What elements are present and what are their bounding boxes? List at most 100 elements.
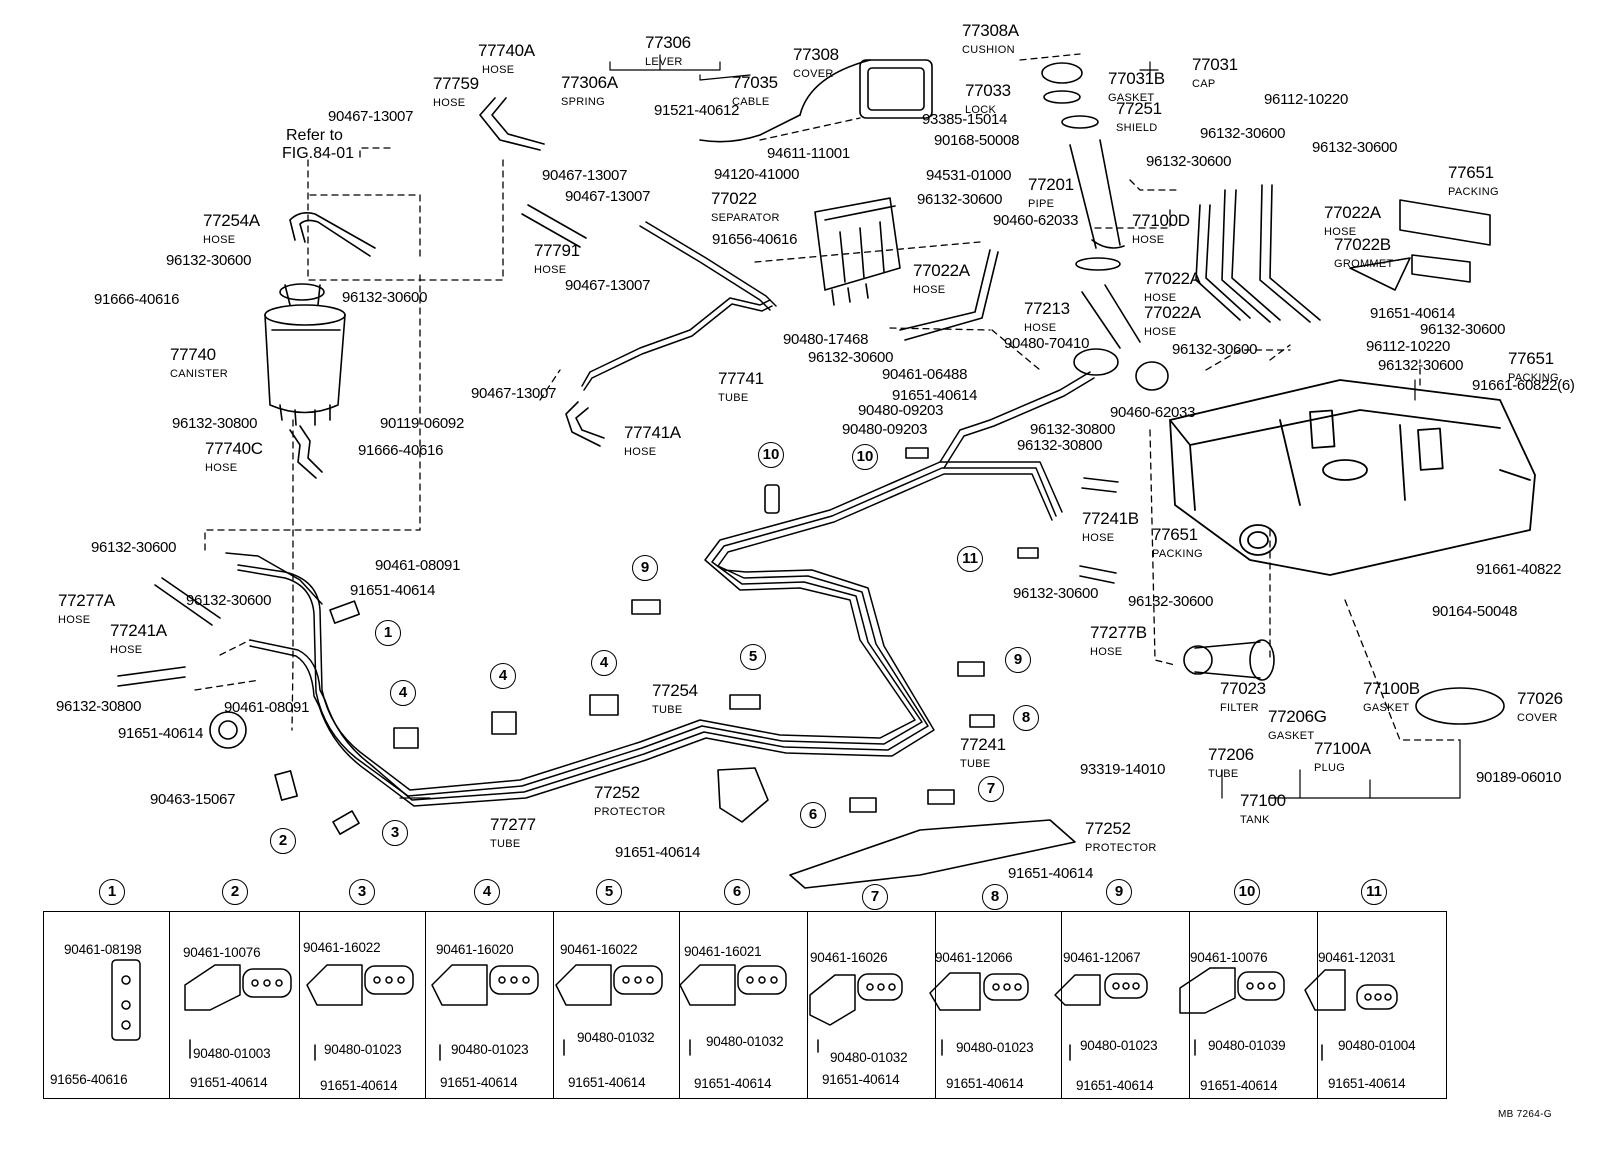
legend-panel-7	[807, 911, 936, 1099]
callout: 2	[270, 828, 296, 854]
code: 90461-08091	[375, 557, 461, 574]
code: 90480-09203	[858, 402, 944, 419]
legend-panel-5	[553, 911, 680, 1099]
code: 90460-62033	[1110, 404, 1196, 421]
filler-pipe	[1041, 62, 1169, 391]
legend-bolt: 91651-40614	[568, 1075, 646, 1090]
code: 90119-06092	[380, 415, 465, 432]
legend-pad: 90480-01032	[706, 1034, 784, 1049]
callout: 11	[957, 546, 983, 572]
legend-bracket: 90461-12067	[1063, 950, 1141, 965]
legend-callout: 4	[474, 879, 500, 905]
code: 96132-30600	[342, 289, 428, 306]
legend-callout: 7	[862, 884, 888, 910]
callout: 10	[852, 444, 878, 470]
callout: 5	[740, 644, 766, 670]
code: 91651-40614	[615, 844, 701, 861]
legend-bolt: 91651-40614	[190, 1075, 268, 1090]
legend-panel-2	[169, 911, 300, 1099]
callout: 3	[382, 820, 408, 846]
callout: 9	[632, 555, 658, 581]
code: 90480-09203	[842, 421, 928, 438]
legend-pad: 90480-01032	[830, 1050, 908, 1065]
refer-fig: FIG.84-01	[282, 145, 355, 162]
legend-panel-11	[1317, 911, 1447, 1099]
callout: 10	[758, 442, 784, 468]
legend-callout: 10	[1234, 879, 1260, 905]
code: 90460-62033	[993, 212, 1079, 229]
drawing-id: MB 7264-G	[1498, 1109, 1552, 1120]
legend-bolt: 91651-40614	[440, 1075, 518, 1090]
code: 90480-17468	[783, 331, 869, 348]
legend-callout: 11	[1361, 879, 1387, 905]
legend-bolt: 91656-40616	[50, 1072, 128, 1087]
code: 90467-13007	[542, 167, 628, 184]
code: 91666-40616	[94, 291, 180, 308]
legend-bracket: 90461-16020	[436, 942, 514, 957]
legend-callout: 5	[596, 879, 622, 905]
legend-drawings	[111, 959, 1398, 1061]
legend-bolt: 91651-40614	[1076, 1078, 1154, 1093]
code: 96132-30600	[1378, 357, 1464, 374]
legend-callout: 1	[99, 879, 125, 905]
code: 96132-30800	[1017, 437, 1103, 454]
legend-bracket: 90461-16021	[684, 944, 762, 959]
legend-pad: 90480-01023	[324, 1042, 402, 1057]
code: 91651-40614	[1008, 865, 1094, 882]
code: 96112-10220	[1366, 338, 1451, 355]
callout: 8	[1013, 705, 1039, 731]
code: 96132-30600	[1200, 125, 1286, 142]
code: 96132-30800	[56, 698, 142, 715]
code: 93385-15014	[922, 111, 1008, 128]
legend-pad: 90480-01023	[1080, 1038, 1158, 1053]
code: 90480-70410	[1004, 335, 1090, 352]
code: 96132-30600	[917, 191, 1003, 208]
canister-drawing	[264, 283, 346, 426]
separator-drawing	[814, 197, 901, 306]
legend-panel-4	[425, 911, 554, 1099]
code: 91666-40616	[358, 442, 444, 459]
code: 90461-08091	[224, 699, 310, 716]
legend-callout: 9	[1106, 879, 1132, 905]
legend-callout: 6	[724, 879, 750, 905]
code: 96132-30800	[172, 415, 258, 432]
code: 91651-40614	[350, 582, 436, 599]
code: 94120-41000	[714, 166, 800, 183]
code: 91661-40822	[1476, 561, 1562, 578]
code: 90467-13007	[328, 108, 414, 125]
legend-bolt: 91651-40614	[1200, 1078, 1278, 1093]
callout: 1	[375, 620, 401, 646]
fuel-cover	[699, 59, 933, 143]
callout: 4	[591, 650, 617, 676]
legend-bolt: 91651-40614	[694, 1076, 772, 1091]
callout: 4	[490, 663, 516, 689]
code: 94531-01000	[926, 167, 1012, 184]
